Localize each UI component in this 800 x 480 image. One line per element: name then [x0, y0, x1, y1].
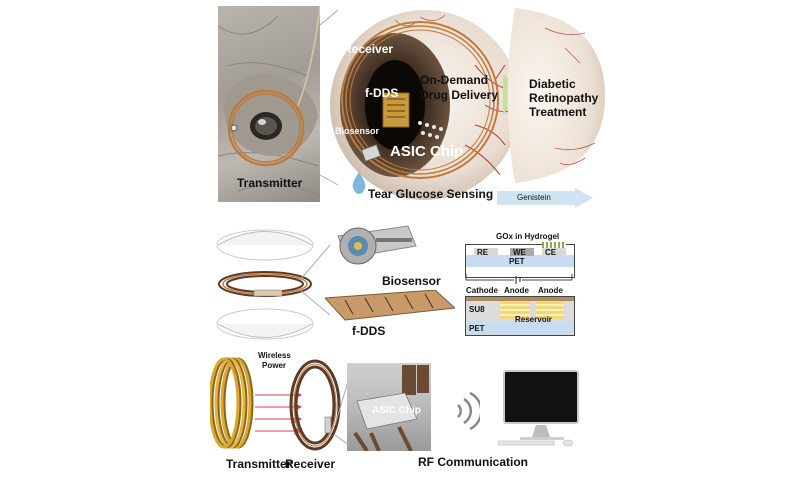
transmitter-coil: [210, 357, 254, 449]
pet-top-label: PET: [509, 257, 525, 266]
anode-label-1: Anode: [504, 286, 529, 295]
eye-with-lens: [330, 10, 520, 200]
diabetic-label-1: Diabetic: [529, 77, 576, 91]
drug-reservoir-right: [536, 301, 564, 319]
treated-eye: [507, 8, 605, 183]
asic-chip-bottom-label: ASIC Chip: [372, 405, 421, 416]
anode-label-2: Anode: [538, 286, 563, 295]
on-demand-label-2: Drug Delivery: [420, 88, 499, 102]
receiver-coil: [289, 359, 341, 451]
fdds-illustration: [325, 290, 455, 321]
fdds-mid-label: f-DDS: [352, 324, 386, 338]
sensor-schematic: [465, 242, 575, 278]
top-panel: Transmitter: [0, 0, 800, 210]
genistein-label: Genistein: [517, 193, 551, 202]
transmitter-bottom-label: Transmitter: [226, 457, 292, 471]
ce-electrode: [542, 248, 566, 256]
we-electrode: [510, 248, 534, 256]
monitor-icon: [498, 370, 579, 447]
tear-drop-icon: [352, 172, 366, 194]
tear-glucose-label: Tear Glucose Sensing: [368, 187, 494, 201]
lens-layers: [216, 229, 314, 340]
rf-signal-icon: [457, 391, 480, 431]
asic-chip-render: [353, 365, 429, 451]
receiver-label: Receiver: [343, 42, 394, 56]
re-label: RE: [477, 248, 489, 257]
wireless-label-1: Wireless: [258, 351, 291, 360]
asic-chip-label: ASIC Chip: [390, 143, 464, 160]
diabetic-label-3: Treatment: [529, 105, 587, 119]
we-label: WE: [513, 248, 526, 257]
genistein-arrow: [497, 188, 593, 208]
connector-lines: [319, 9, 339, 186]
hydrogel-layer: [542, 242, 566, 248]
reservoir-label: Reservoir: [515, 315, 552, 324]
diabetic-label-2: Retinopathy: [529, 91, 599, 105]
middle-panel: Biosensor f-DDS GOx in Hydrogel RE WE CE…: [0, 210, 800, 345]
electrode-strip: [466, 297, 574, 301]
receiver-bottom-label: Receiver: [285, 457, 336, 471]
su8-label: SU8: [469, 305, 485, 314]
wireless-label-2: Power: [262, 361, 287, 370]
circuit-line: [465, 274, 573, 284]
rf-communication-label: RF Communication: [418, 455, 528, 469]
fdds-label: f-DDS: [365, 86, 399, 100]
transmitter-label: Transmitter: [237, 176, 303, 190]
re-electrode: [474, 248, 498, 256]
biosensor-mid-label: Biosensor: [382, 274, 441, 288]
bottom-panel: Wireless Power ASIC Chip: [0, 345, 800, 480]
leader-lines: [300, 244, 331, 316]
drug-reservoir-left: [500, 301, 530, 319]
transmitter-photo: [218, 6, 320, 202]
reservoir-schematic: [465, 296, 575, 336]
rabbit-eye-illustration: [218, 6, 320, 197]
pet-bottom-label: PET: [469, 324, 485, 333]
biosensor-illustration: [337, 225, 417, 265]
cathode-label: Cathode: [466, 286, 498, 295]
asic-chip-photo: [347, 363, 431, 451]
pet-layer-bottom: [466, 321, 574, 335]
on-demand-label-1: On-Demand: [420, 73, 489, 87]
ce-label: CE: [545, 248, 557, 257]
pet-layer-top: [466, 255, 574, 267]
gox-hydrogel-label: GOx in Hydrogel: [496, 232, 560, 241]
biosensor-label: Biosensor: [335, 126, 380, 136]
